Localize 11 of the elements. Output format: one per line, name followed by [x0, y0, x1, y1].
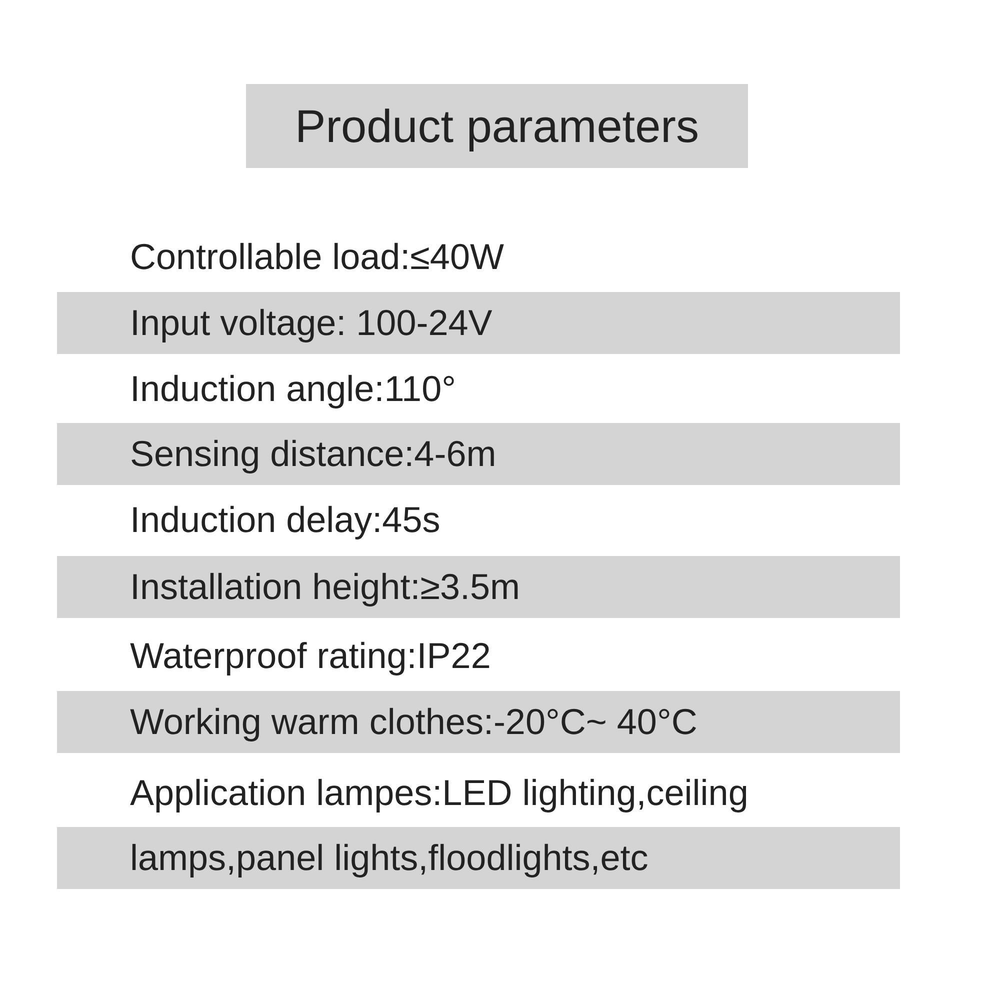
parameter-text: Application lampes:LED lighting,ceiling — [129, 771, 750, 815]
parameter-row: Sensing distance:4-6m — [57, 423, 900, 485]
parameter-text: Induction angle:110° — [129, 367, 457, 411]
parameter-text: Induction delay:45s — [129, 498, 442, 542]
parameter-row: Installation height:≥3.5m — [57, 556, 900, 618]
parameter-row: Input voltage: 100-24V — [57, 292, 900, 354]
title-banner: Product parameters — [246, 84, 748, 168]
parameter-text: Controllable load:≤40W — [129, 235, 505, 279]
parameter-text: Waterproof rating:IP22 — [129, 634, 492, 678]
parameter-row: Working warm clothes:-20°C~ 40°C — [57, 691, 900, 753]
parameter-row: lamps,panel lights,floodlights,etc — [57, 827, 900, 889]
